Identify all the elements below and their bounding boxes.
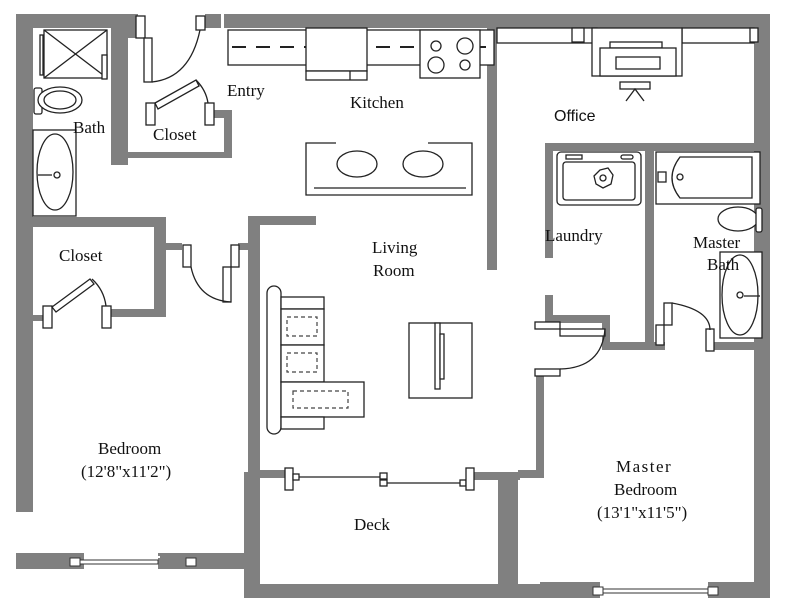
bedroom-door	[182, 244, 240, 303]
bathtub-icon	[655, 151, 761, 205]
office-windows	[496, 27, 759, 44]
sofa-icon	[266, 285, 365, 435]
room-label-master-bedroom-3: (13'1"x11'5")	[597, 503, 687, 522]
master-bath-door	[655, 302, 715, 352]
room-label-entry: Entry	[227, 81, 265, 100]
room-label-living-room-1: Living	[372, 238, 418, 257]
bedroom-closet-door	[42, 278, 112, 329]
room-label-master-bath-1: Master	[693, 233, 741, 252]
room-label-bath: Bath	[73, 118, 106, 137]
room-label-closet-entry: Closet	[153, 125, 197, 144]
room-label-laundry: Laundry	[545, 226, 603, 245]
room-label-bedroom-1: Bedroom	[98, 439, 161, 458]
entry-door	[135, 15, 206, 83]
master-bedroom-door	[534, 321, 606, 377]
room-label-office: Office	[554, 108, 596, 125]
master-bedroom-window	[592, 586, 719, 596]
room-label-master-bedroom-2: Bedroom	[614, 480, 677, 499]
room-label-kitchen: Kitchen	[350, 93, 404, 112]
toilet-icon	[33, 86, 83, 115]
bedroom-window	[69, 556, 197, 567]
master-toilet-icon	[717, 206, 763, 233]
deck-sliding-door[interactable]	[284, 467, 475, 491]
room-label-closet-bedroom: Closet	[59, 246, 103, 265]
stove-icon	[419, 29, 481, 79]
closet-entry-door	[145, 79, 215, 126]
coffee-table-icon	[408, 322, 473, 399]
washer-icon	[556, 151, 642, 206]
desk-icon	[591, 27, 683, 102]
sink-icon	[32, 129, 77, 217]
room-label-living-room-2: Room	[373, 261, 415, 280]
room-label-bedroom-2: (12'8"x11'2")	[81, 462, 171, 481]
kitchen-island	[305, 142, 473, 196]
room-label-deck: Deck	[354, 515, 390, 534]
walls	[16, 14, 770, 598]
shower-icon	[39, 29, 108, 80]
master-sink-icon	[719, 251, 763, 339]
room-label-master-bath-2: Bath	[707, 255, 740, 274]
room-label-master-bedroom-1: Master	[616, 457, 672, 476]
refrigerator-icon	[305, 27, 368, 81]
